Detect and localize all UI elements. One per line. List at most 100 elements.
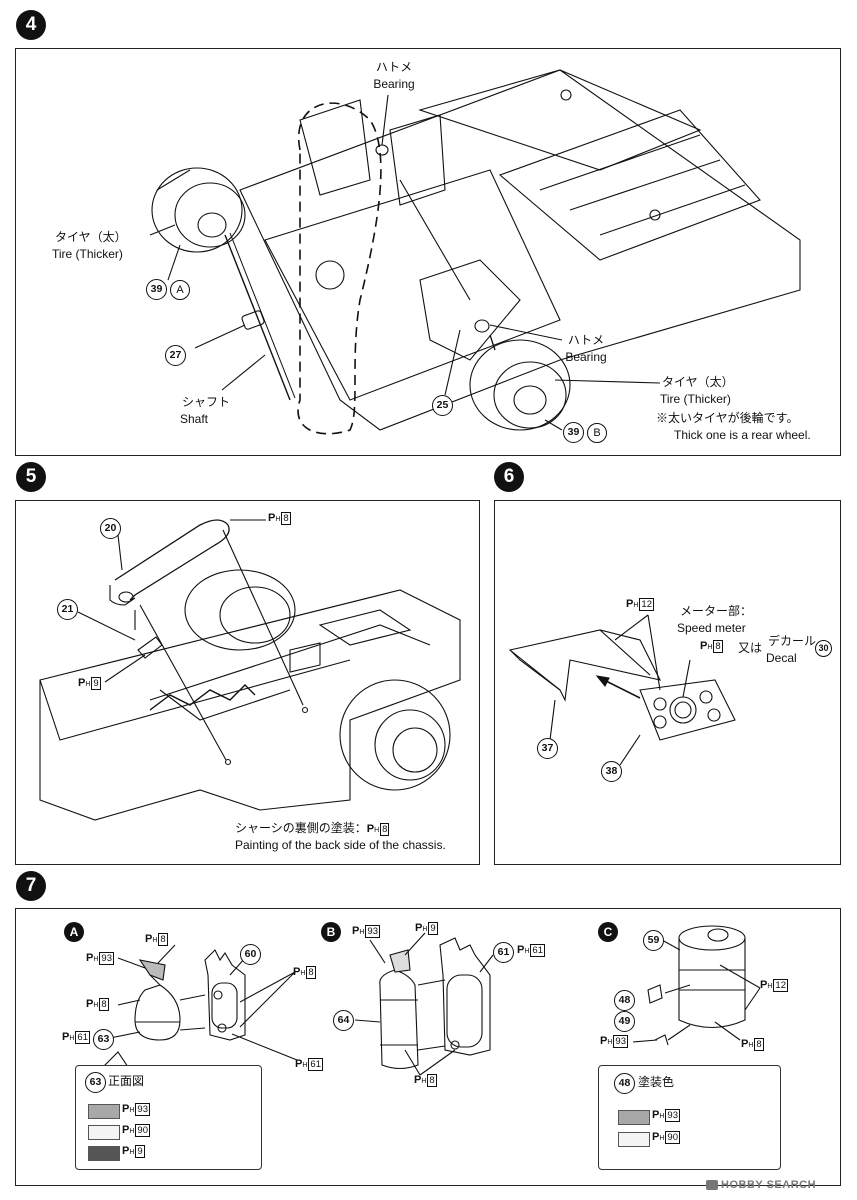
part-20: 20	[100, 518, 121, 539]
chassis-paint-note-en: Painting of the back side of the chassis…	[235, 838, 446, 852]
b-paint-ph9-number: 9	[428, 922, 438, 935]
step-4-number: 4	[16, 10, 46, 40]
paint-ph9-number: 9	[91, 677, 101, 690]
a-paint-ph8-right-number: 8	[306, 966, 316, 979]
part-25: 25	[432, 395, 453, 416]
box63-swatch-ph9	[88, 1146, 120, 1161]
box63-ph93-number: 93	[135, 1103, 150, 1116]
box48-part-number: 48	[614, 1073, 635, 1094]
box63-swatch-ph90	[88, 1125, 120, 1140]
watermark-text: HOBBY SEARCH	[721, 1179, 817, 1191]
part-60: 60	[240, 944, 261, 965]
tire-left-label-jp: タイヤ（太）	[55, 230, 127, 244]
bearing-top-label-en: Bearing	[373, 77, 415, 91]
part-64: 64	[333, 1010, 354, 1031]
tire-right-label-jp: タイヤ（太）	[662, 375, 734, 389]
variant-b-mark: B	[587, 423, 607, 443]
step-7-number: 7	[16, 871, 46, 901]
part-39a: 39	[146, 279, 167, 300]
part-37: 37	[537, 738, 558, 759]
box63-ph9-number: 9	[135, 1145, 145, 1158]
box63-title: 正面図	[108, 1074, 145, 1088]
paint-ph8-tube-number: 8	[281, 512, 291, 525]
a-paint-ph61-bottom-number: 61	[308, 1058, 323, 1071]
chassis-paint-ph8-number: 8	[380, 823, 390, 836]
sub-step-c: C	[598, 922, 618, 942]
part-61: 61	[493, 942, 514, 963]
chassis-paint-note-jp-text: シャーシの裏側の塗装：	[235, 821, 367, 835]
part-49: 49	[614, 1011, 635, 1032]
bearing-right-label-en: Bearing	[565, 350, 607, 364]
tire-right-label-en: Tire (Thicker)	[660, 392, 731, 406]
part-48: 48	[614, 990, 635, 1011]
a-paint-ph93-number: 93	[99, 952, 114, 965]
a-paint-ph8-mid-number: 8	[99, 998, 109, 1011]
part-27: 27	[165, 345, 186, 366]
bearing-top-label-jp: ハトメ	[375, 60, 413, 74]
box63-swatch-ph93	[88, 1104, 120, 1119]
part-30: 30	[815, 640, 832, 657]
shaft-label-jp: シャフト	[182, 395, 231, 409]
bearing-right-label-jp: ハトメ	[567, 333, 605, 347]
sub-step-a: A	[64, 922, 84, 942]
meter-label-en: Speed meter	[677, 621, 746, 635]
b-paint-ph8-number: 8	[427, 1074, 437, 1087]
step-6-number: 6	[494, 462, 524, 492]
c-paint-ph12-number: 12	[773, 979, 788, 992]
paint-ph12-cowl-number: 12	[639, 598, 654, 611]
b-paint-ph61-number: 61	[530, 944, 545, 957]
tire-left-label-en: Tire (Thicker)	[52, 247, 123, 261]
box48-ph93-number: 93	[665, 1109, 680, 1122]
c-paint-ph93-number: 93	[613, 1035, 628, 1048]
box48-swatch-ph90	[618, 1132, 650, 1147]
rear-wheel-note-en: Thick one is a rear wheel.	[674, 428, 811, 442]
box63-ph90-number: 90	[135, 1124, 150, 1137]
or-label: 又は	[738, 641, 763, 655]
a-paint-ph8-top-number: 8	[158, 933, 168, 946]
rear-wheel-note-jp: ※太いタイヤが後輪です。	[656, 411, 799, 425]
part-21: 21	[57, 599, 78, 620]
box48-title: 塗装色	[638, 1075, 675, 1089]
shaft-label-en: Shaft	[180, 412, 209, 426]
sub-step-b: B	[321, 922, 341, 942]
a-paint-ph61-number: 61	[75, 1031, 90, 1044]
meter-label-jp: メーター部：	[680, 604, 753, 618]
b-paint-ph93-number: 93	[365, 925, 380, 938]
part-38: 38	[601, 761, 622, 782]
part-59: 59	[643, 930, 664, 951]
step-5-number: 5	[16, 462, 46, 492]
box63-part-number: 63	[85, 1072, 106, 1093]
part-63: 63	[93, 1029, 114, 1050]
decal-label-en: Decal	[766, 651, 797, 665]
decal-label-jp: デカール	[768, 634, 817, 648]
part-39b: 39	[563, 422, 584, 443]
watermark: HOBBY SEARCH	[706, 1178, 816, 1193]
